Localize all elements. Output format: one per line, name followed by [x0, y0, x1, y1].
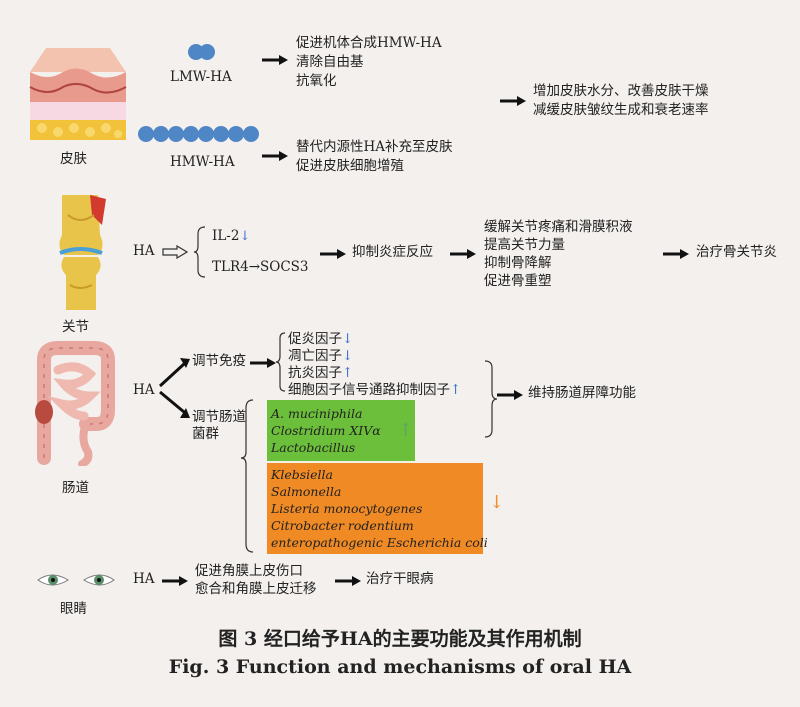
arrow-icon	[262, 54, 288, 66]
bacteria-7: Citrobacter rodentium	[271, 518, 414, 533]
skin-illustration	[28, 42, 128, 142]
lmw-label: LMW-HA	[170, 69, 232, 85]
eyes-illustration	[36, 568, 116, 592]
bacteria-2: Clostridium XIVα	[271, 423, 381, 438]
eye-ha: HA	[133, 571, 155, 587]
joint-outcome: 治疗骨关节炎	[696, 244, 777, 260]
joint-illustration	[50, 195, 112, 310]
gut-label: 肠道	[62, 480, 89, 496]
up-arrow-icon: ↑	[398, 420, 414, 441]
skin-outcome-1: 增加皮肤水分、改善皮肤干燥	[533, 83, 709, 99]
gut-flora-2: 菌群	[192, 426, 219, 442]
right-brace	[484, 360, 498, 438]
left-brace	[194, 226, 206, 278]
left-brace-small	[276, 332, 286, 392]
eye-label: 眼睛	[60, 601, 87, 617]
arrow-icon	[335, 575, 361, 587]
joint-effect-2: 提高关节力量	[484, 237, 565, 253]
joint-effect-4: 促进骨重塑	[484, 273, 552, 289]
hollow-arrow-icon	[162, 245, 188, 259]
hmw-effect-2: 促进皮肤细胞增殖	[296, 158, 404, 174]
joint-effect-1: 缓解关节疼痛和滑膜积液	[484, 219, 633, 235]
down-arrow-icon: ↓	[239, 229, 251, 244]
bacteria-6: Listeria monocytogenes	[271, 501, 423, 516]
joint-label: 关节	[62, 319, 89, 335]
eye-outcome: 治疗干眼病	[366, 571, 434, 587]
branch-arrows	[158, 358, 190, 418]
down-arrow-icon: ↓	[342, 331, 354, 347]
gut-ha: HA	[133, 382, 155, 398]
il2-text: IL-2↓	[212, 228, 251, 244]
bacteria-1: A. muciniphila	[271, 406, 363, 421]
immune-effect-1: 促炎因子↓	[288, 331, 354, 347]
hmw-dots	[138, 125, 262, 143]
arrow-icon	[320, 248, 346, 260]
flora-brace	[240, 399, 254, 553]
figure-caption-en: Fig. 3 Function and mechanisms of oral H…	[168, 656, 632, 678]
down-arrow-icon: ↓	[342, 348, 354, 364]
beneficial-bacteria-box: A. muciniphila Clostridium XIVα Lactobac…	[267, 400, 415, 461]
hmw-effect-1: 替代内源性HA补充至皮肤	[296, 139, 453, 155]
arrow-icon	[162, 575, 188, 587]
arrow-icon	[497, 389, 523, 401]
immune-effect-3: 抗炎因子↑	[288, 365, 354, 381]
arrow-icon	[262, 150, 288, 162]
bacteria-8: enteropathogenic Escherichia coli	[271, 535, 488, 550]
immune-effect-4: 细胞因子信号通路抑制因子↑	[288, 382, 462, 398]
skin-outcome-2: 减缓皮肤皱纹生成和衰老速率	[533, 102, 709, 118]
bacteria-4: Klebsiella	[271, 467, 333, 482]
immune-effect-2: 凋亡因子↓	[288, 348, 354, 364]
lmw-effect-2: 清除自由基	[296, 54, 364, 70]
eye-effect-2: 愈合和角膜上皮迁移	[195, 581, 317, 597]
harmful-bacteria-box: Klebsiella Salmonella Listeria monocytog…	[267, 463, 488, 554]
lmw-dot-2	[199, 44, 215, 60]
arrow-icon	[450, 248, 476, 260]
bacteria-5: Salmonella	[271, 484, 342, 499]
hmw-label: HMW-HA	[170, 154, 235, 170]
lmw-effect-1: 促进机体合成HMW-HA	[296, 35, 442, 51]
gut-flora-1: 调节肠道	[192, 409, 246, 425]
figure-caption-cn: 图 3 经口给予HA的主要功能及其作用机制	[218, 628, 582, 650]
joint-effect-3: 抑制骨降解	[484, 255, 552, 271]
tlr-text: TLR4→SOCS3	[212, 259, 309, 275]
intestine-illustration	[30, 340, 122, 468]
gut-outcome: 维持肠道屏障功能	[528, 385, 636, 401]
bacteria-3: Lactobacillus	[271, 440, 356, 455]
down-arrow-icon: ↓	[489, 492, 505, 513]
arrow-icon	[250, 357, 276, 369]
joint-ha: HA	[133, 243, 155, 259]
lmw-effect-3: 抗氧化	[296, 73, 337, 89]
gut-immune: 调节免疫	[192, 353, 246, 369]
skin-label: 皮肤	[60, 151, 87, 167]
up-arrow-icon: ↑	[342, 365, 354, 381]
eye-effect-1: 促进角膜上皮伤口	[195, 563, 303, 579]
arrow-icon	[500, 95, 526, 107]
arrow-icon	[663, 248, 689, 260]
joint-mid: 抑制炎症反应	[352, 244, 433, 260]
up-arrow-icon: ↑	[450, 382, 462, 398]
